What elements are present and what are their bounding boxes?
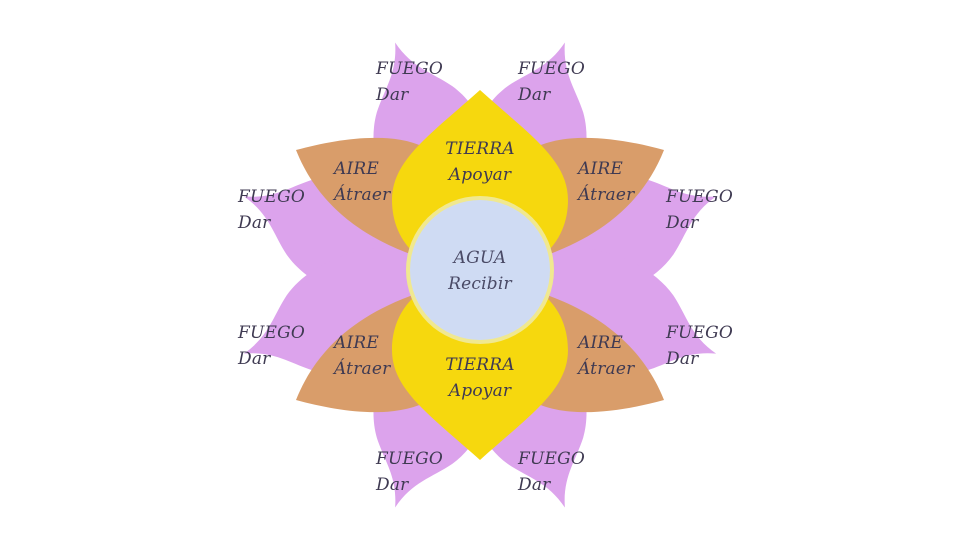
agua-center-inner (410, 200, 550, 340)
